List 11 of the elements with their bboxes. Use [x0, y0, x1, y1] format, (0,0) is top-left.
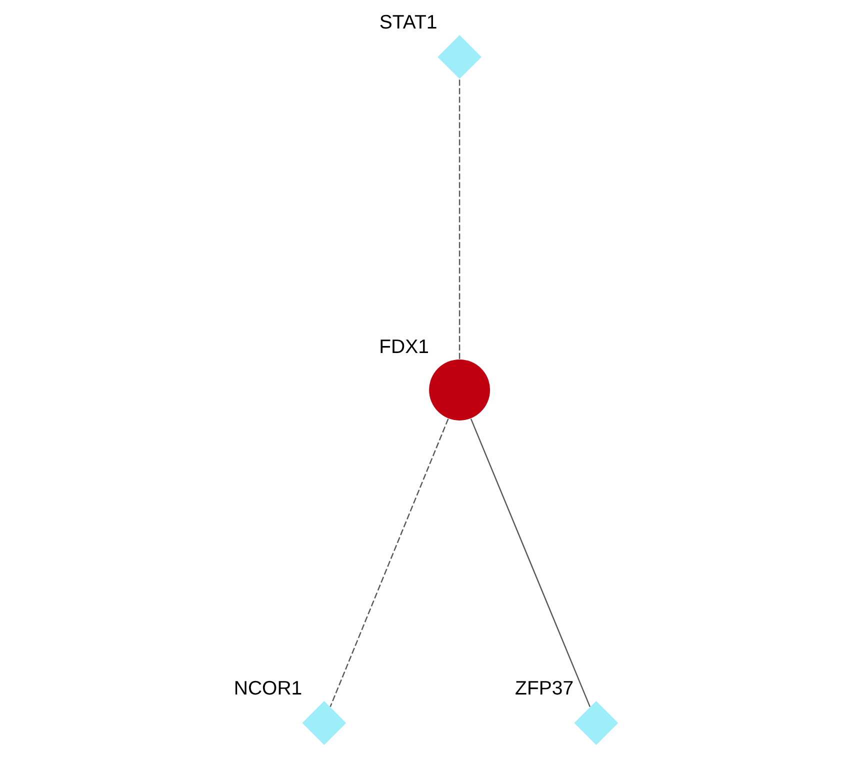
node-diamond — [574, 701, 618, 745]
node-circle — [428, 359, 490, 420]
node-diamond — [437, 35, 481, 79]
connector — [470, 418, 590, 708]
node-label: STAT1 — [378, 12, 437, 34]
node-diamond — [302, 701, 346, 745]
connector — [458, 79, 460, 359]
node-label: NCOR1 — [233, 678, 302, 700]
node-label: ZFP37 — [514, 678, 574, 700]
connector — [329, 418, 448, 708]
node-label: FDX1 — [378, 336, 428, 358]
